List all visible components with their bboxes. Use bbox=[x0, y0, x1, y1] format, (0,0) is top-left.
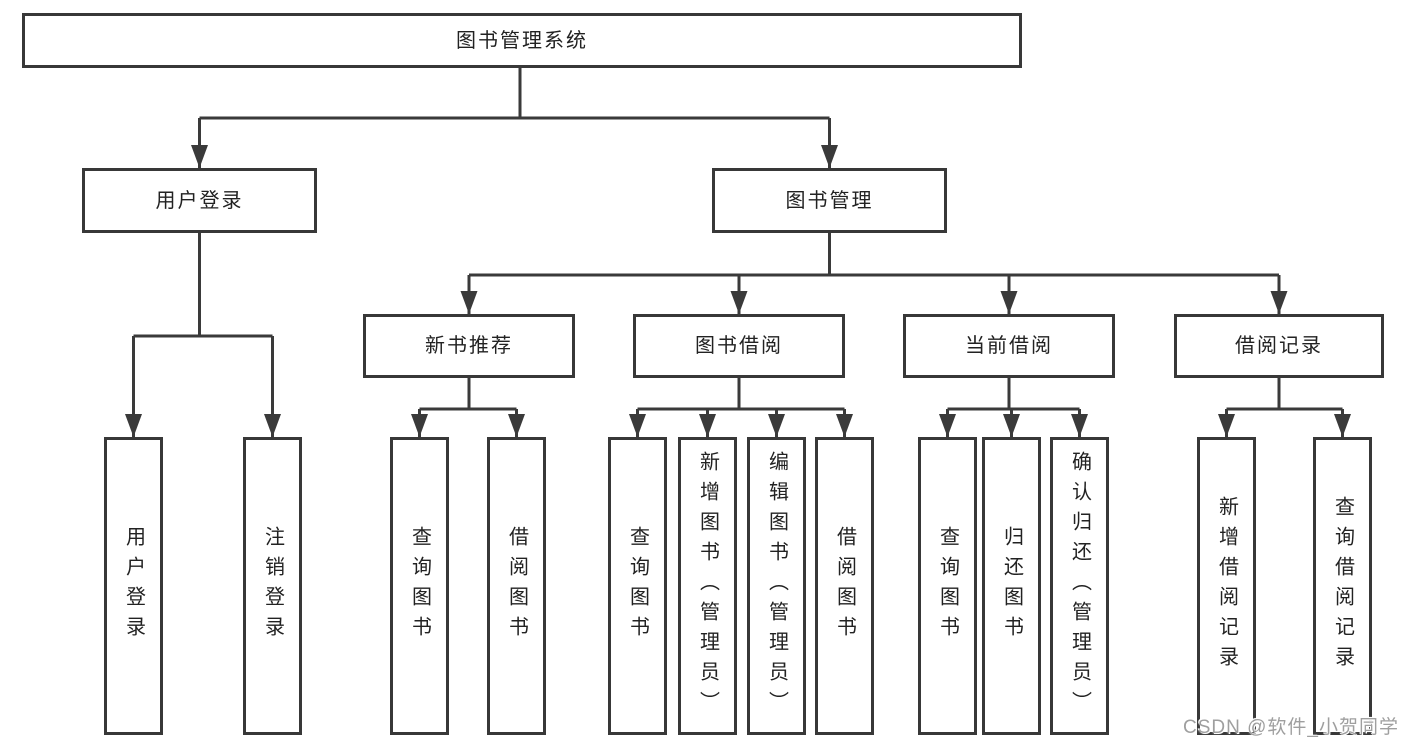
leaf-borrowing-edit-books-admin: 编辑图书（管理员） bbox=[747, 437, 806, 735]
node-book-borrowing: 图书借阅 bbox=[633, 314, 845, 378]
leaf-borrowing-add-books-admin: 新增图书（管理员） bbox=[678, 437, 737, 735]
leaf-user-login: 用户登录 bbox=[104, 437, 163, 735]
arrowhead-icons bbox=[125, 145, 1351, 437]
leaf-current-confirm-return-admin: 确认归还（管理员） bbox=[1050, 437, 1109, 735]
csdn-watermark: CSDN @软件_小贺同学 bbox=[1183, 717, 1399, 738]
node-book-management: 图书管理 bbox=[712, 168, 947, 233]
leaf-recommend-borrow-books: 借阅图书 bbox=[487, 437, 546, 735]
tree-connector-path bbox=[132, 68, 1344, 437]
leaf-records-add-borrow-record: 新增借阅记录 bbox=[1197, 437, 1256, 735]
node-new-book-recommendation: 新书推荐 bbox=[363, 314, 575, 378]
leaf-logout: 注销登录 bbox=[243, 437, 302, 735]
leaf-borrowing-borrow-books: 借阅图书 bbox=[815, 437, 874, 735]
node-borrowing-records: 借阅记录 bbox=[1174, 314, 1384, 378]
leaf-current-return-books: 归还图书 bbox=[982, 437, 1041, 735]
leaf-recommend-query-books: 查询图书 bbox=[390, 437, 449, 735]
node-user-login: 用户登录 bbox=[82, 168, 317, 233]
leaf-records-query-borrow-record: 查询借阅记录 bbox=[1313, 437, 1372, 735]
leaf-borrowing-query-books: 查询图书 bbox=[608, 437, 667, 735]
leaf-current-query-books: 查询图书 bbox=[918, 437, 977, 735]
node-library-management-system: 图书管理系统 bbox=[22, 13, 1022, 68]
node-current-borrowing: 当前借阅 bbox=[903, 314, 1115, 378]
